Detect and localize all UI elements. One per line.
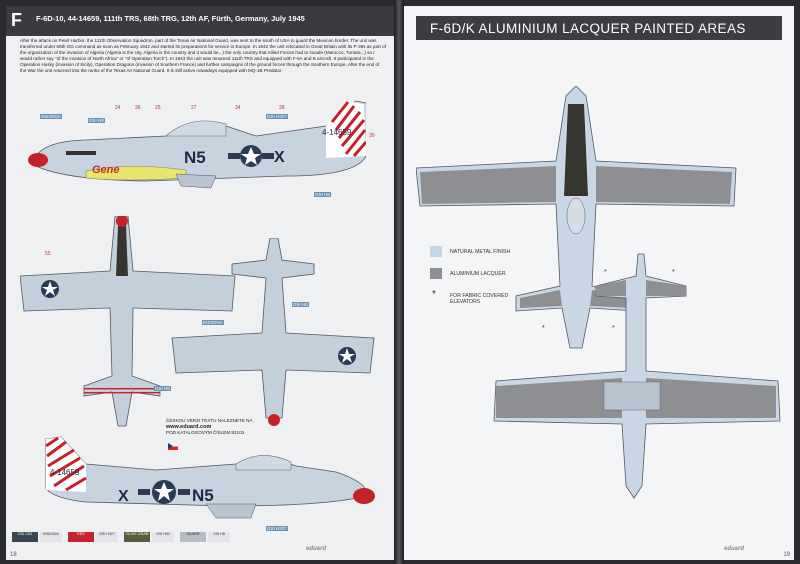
profile-title: F-6D-10, 44-14659, 111th TRS, 68th TRG, … [36,14,305,23]
paint-callout: GSI H327 [266,526,288,531]
page-title-bar: F-6D/K ALUMINIUM LACQUER PAINTED AREAS [416,16,782,40]
upper-surface-view: * * [416,86,737,349]
paint-chip-silver: SILVER [180,532,206,542]
callout-number: 55 [45,251,51,257]
fuselage-code: N5 [184,148,206,167]
callout-number: 24 [115,105,121,111]
paint-callout: GSI H327 [266,114,288,119]
page-title: F-6D/K ALUMINIUM LACQUER PAINTED AREAS [430,21,746,36]
callout-number: 25 [155,105,161,111]
credits-url[interactable]: www.eduard.com [166,424,212,430]
right-page: F-6D/K ALUMINIUM LACQUER PAINTED AREAS *… [404,6,794,560]
asterisk-icon: * [432,289,436,300]
fuselage-letter-right: X [118,488,129,505]
svg-text:*: * [542,325,545,332]
book-spine [394,0,404,564]
czech-flag-icon [168,443,178,450]
side-profile-right [45,436,375,519]
section-letter: F [11,10,22,30]
history-text: After the attack on Pearl Harbor, the 11… [20,38,386,73]
paint-chip-insignia: GSI C92 [12,532,38,542]
svg-text:*: * [604,269,607,276]
callout-number: 30 [369,133,375,139]
paint-reference: GSI C92 INSIGNIA RED GSI H327 OLIVE DRAB… [12,532,352,552]
fuselage-code-right: N5 [192,486,214,505]
callout-number: 28 [279,105,285,111]
tail-serial: 4-14659 [322,128,352,137]
profile-header: F F-6D-10, 44-14659, 111th TRS, 68th TRG… [6,6,394,36]
fuselage-letter: X [274,149,285,166]
legend-label: NATURAL METAL FINISH [450,249,511,255]
paint-callout: GSI H8 [154,386,171,391]
left-page: F F-6D-10, 44-14659, 111th TRS, 68th TRG… [6,6,394,560]
tail-serial-right: 4-14659 [50,468,80,477]
legend-item: NATURAL METAL FINISH [430,246,570,260]
callout-number: 34 [235,105,241,111]
lower-surface-view: * * [493,253,781,499]
paint-callout: GSI H8 [88,118,105,123]
callout-number: 27 [191,105,197,111]
top-view [20,216,236,427]
paint-callout: GSI H8 [314,192,331,197]
bottom-view [171,238,375,426]
legend-item: ALUMINIUM LACQUER [430,268,570,282]
paint-chip-label: GSI H327 [96,532,118,542]
paint-callout: INSIGNIA [40,114,62,119]
svg-text:*: * [672,269,675,276]
credits-block: ČESKOU VERZI TEXTU NALEZNETE NA www.edua… [166,418,286,436]
credits-line1: ČESKOU VERZI TEXTU NALEZNETE NA [166,418,253,423]
natural-metal-swatch [430,246,442,257]
paint-callout: GSI H8 [292,302,309,307]
brand-logo: eduard [306,546,327,552]
paint-chip-label: GSI H52 [152,532,174,542]
paint-chip-red: RED [68,532,94,542]
paint-chip-label: GSI H8 [208,532,230,542]
aluminium-lacquer-swatch [430,268,442,279]
nose-art: Gene [92,164,120,176]
callout-number: 26 [135,105,141,111]
legend-label: FOR FABRIC COVERED ELEVATORS [450,293,509,305]
credits-line2: POD KATALOGOVÝM ČÍSLEM 82103 [166,430,245,435]
brand-logo: eduard [724,546,745,552]
page-number: 19 [783,552,790,558]
side-profile-left [28,100,366,189]
paint-chip-label: INSIGNIA [40,532,62,542]
paint-chip-olive: OLIVE DRAB [124,532,150,542]
svg-text:*: * [612,325,615,332]
legend-item: * FOR FABRIC COVERED ELEVATORS [430,289,570,308]
paint-callout: INSIGNIA [202,320,224,325]
page-number: 18 [10,552,17,558]
legend-label: ALUMINIUM LACQUER [450,271,506,277]
